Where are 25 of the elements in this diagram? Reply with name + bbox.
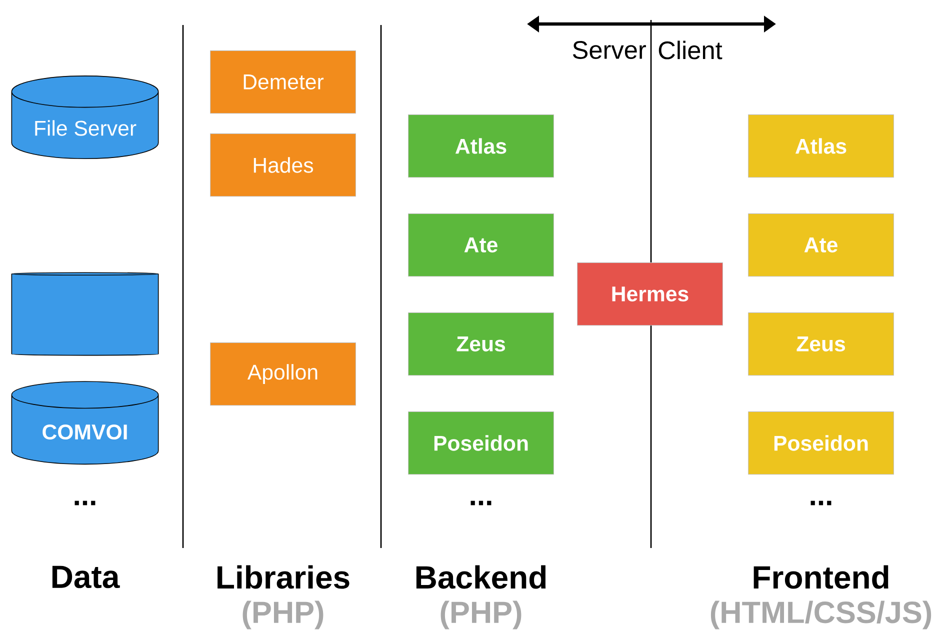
module-box: Ate xyxy=(408,213,554,277)
database-cylinder xyxy=(11,272,159,356)
column-heading: Data xyxy=(52,566,120,588)
column-subheading: (HTML/CSS/JS) xyxy=(710,600,932,630)
column-subheading: (PHP) xyxy=(440,600,522,630)
module-box: Ate xyxy=(748,213,894,277)
module-box: Zeus xyxy=(748,312,894,376)
side-label: Server xyxy=(572,41,646,59)
module-box: Atlas xyxy=(408,114,554,178)
module-box: Zeus xyxy=(408,312,554,376)
database-cylinder: File Server xyxy=(11,76,159,160)
ellipsis: ... xyxy=(74,500,96,506)
module-box: Poseidon xyxy=(408,411,554,475)
library-box: Apollon xyxy=(210,342,356,406)
database-cylinder: COMVOI xyxy=(11,381,159,465)
library-box: Demeter xyxy=(210,50,356,114)
column-heading: Frontend xyxy=(754,565,888,589)
module-box: Hermes xyxy=(577,262,723,326)
module-box: Atlas xyxy=(748,114,894,178)
column-subheading: (PHP) xyxy=(242,600,324,630)
column-heading: Libraries xyxy=(218,565,350,589)
module-box: Poseidon xyxy=(748,411,894,475)
column-heading: Backend xyxy=(416,565,546,589)
library-box: Hades xyxy=(210,133,356,197)
side-label: Client xyxy=(658,40,722,60)
